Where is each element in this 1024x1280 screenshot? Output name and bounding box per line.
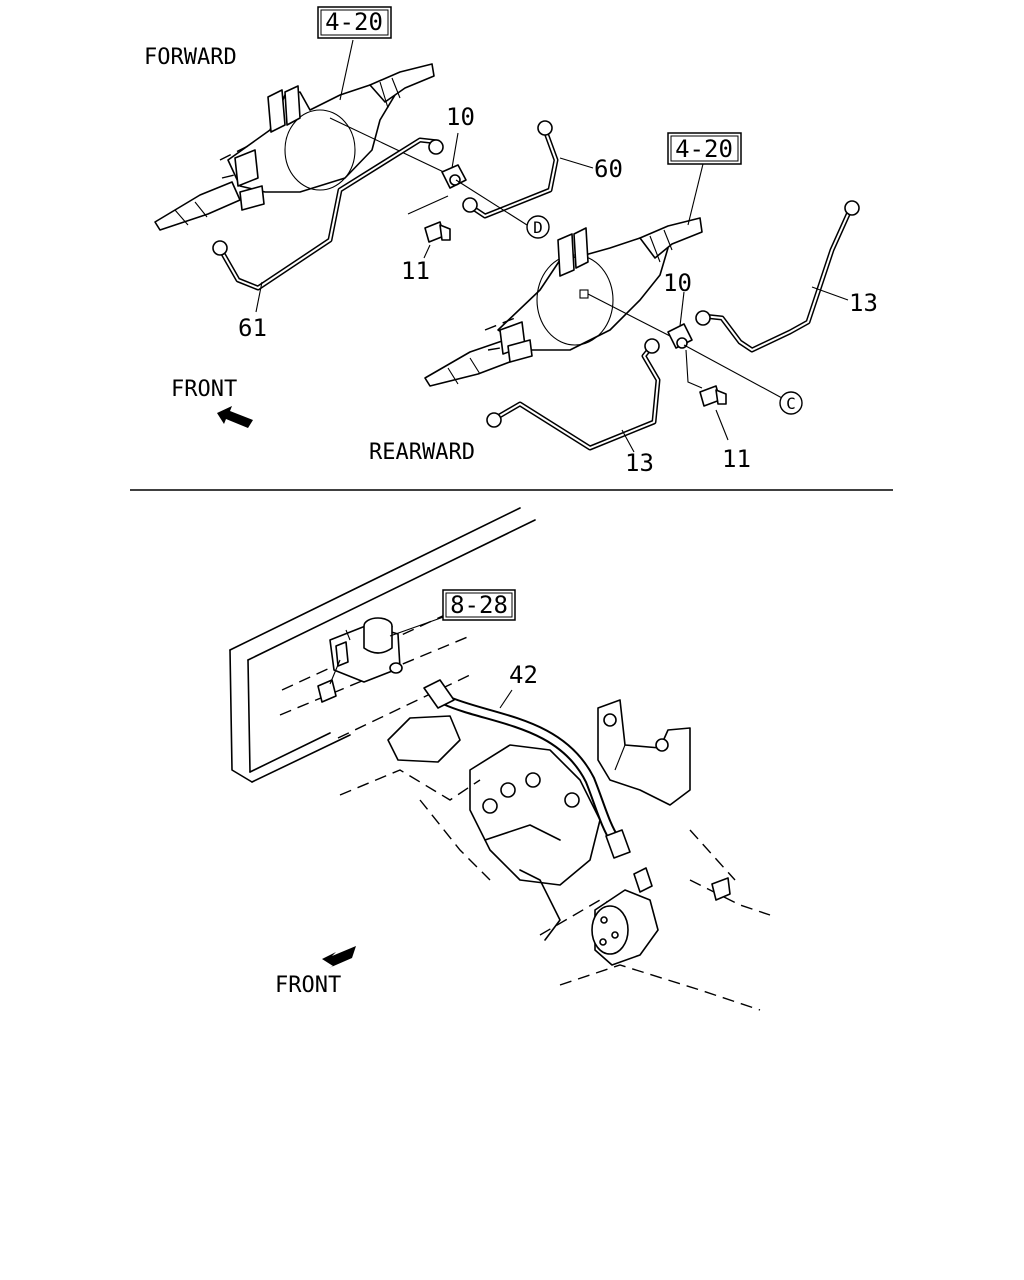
brake-pipe-60 [462,120,594,219]
brake-pipe-13-upper [695,200,860,353]
ref-box-4-20-forward[interactable]: 4-20 [317,6,392,39]
part-number-11-forward: 11 [401,257,430,285]
leader-8-28 [389,613,453,637]
front-arrow-bottom-icon [322,946,356,968]
brake-pipe-13-lower [486,338,661,453]
callout-d-label: D [533,218,543,237]
brake-hose-42 [423,679,631,859]
ref-box-label: 4-20 [675,135,733,163]
part-number-61: 61 [238,314,267,342]
forward-axle [154,63,451,231]
rearward-label: REARWARD [369,440,475,465]
ref-box-8-28[interactable]: 8-28 [442,589,516,621]
part-number-13-lower: 13 [625,449,654,477]
leader-4-20-forward [339,39,354,101]
ref-box-label: 4-20 [325,8,383,36]
suspension-bracket [597,699,691,806]
part-number-42: 42 [509,661,538,689]
wheel-hub [591,867,731,966]
part-number-10-forward: 10 [446,103,475,131]
front-label-top: FRONT [171,377,237,402]
brake-pipe-61 [212,137,444,313]
part-number-11-rearward: 11 [722,445,751,473]
callout-c[interactable]: C [779,391,803,415]
part-number-10-rearward: 10 [663,269,692,297]
three-way-connector-forward [407,132,528,259]
leader-4-20-rearward [687,163,704,226]
rearward-axle [424,217,703,387]
rear-axle-housing [339,715,771,1011]
part-number-60: 60 [594,155,623,183]
three-way-connector-rearward [667,291,783,441]
ref-box-label: 8-28 [450,591,508,619]
relay-valve [317,617,403,703]
forward-label: FORWARD [144,45,237,70]
callout-c-label: C [786,394,796,413]
front-arrow-top-icon [217,406,253,428]
part-number-13-upper: 13 [849,289,878,317]
front-label-bottom: FRONT [275,973,341,998]
ref-box-4-20-rearward[interactable]: 4-20 [667,132,742,165]
callout-d[interactable]: D [526,215,550,239]
